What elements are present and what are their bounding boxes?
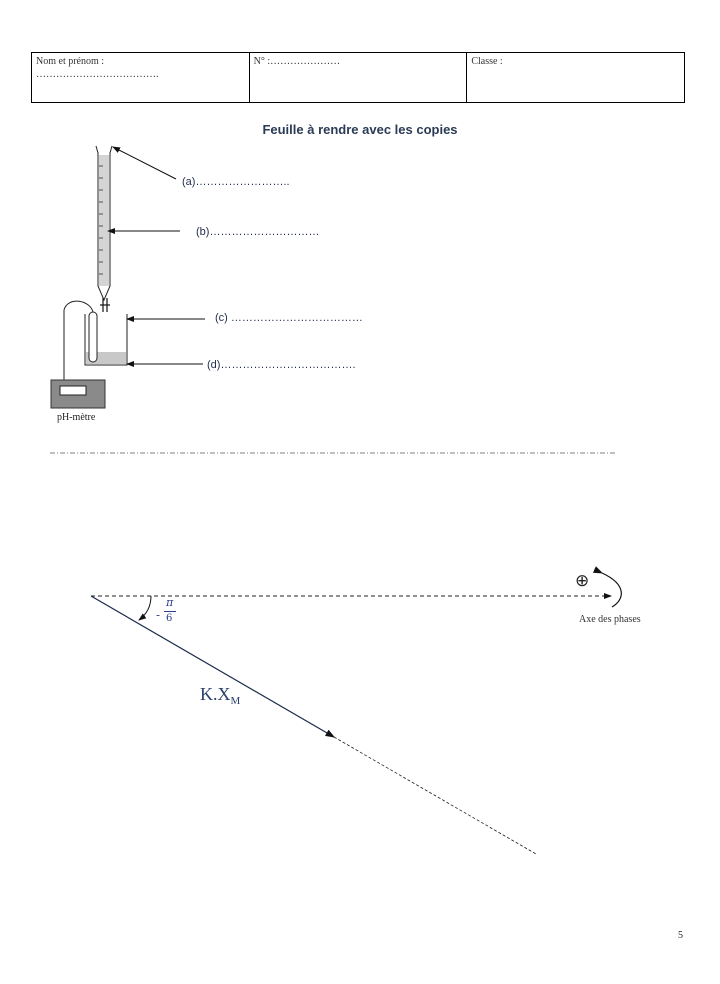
phasor-diagram	[90, 566, 622, 855]
number-cell[interactable]: N° :…………………	[248, 52, 468, 103]
class-label: Classe :	[471, 56, 503, 67]
angle-numerator: π	[166, 596, 174, 609]
burette-graduations	[99, 165, 103, 275]
angle-fraction: - π 6	[156, 596, 184, 636]
identification-table: Nom et prénom : ………………………………. N° :…………………	[31, 52, 685, 103]
name-dots: ……………………………….	[36, 69, 159, 80]
vector-label-main: K.X	[200, 684, 231, 704]
name-label: Nom et prénom :	[36, 56, 105, 67]
ph-probe	[63, 300, 98, 380]
fraction-bar	[164, 611, 176, 612]
vector-kxm	[90, 595, 336, 738]
angle-denominator: 6	[166, 613, 173, 624]
rotation-arrow	[592, 566, 622, 608]
label-c[interactable]: (c) ………………………………	[215, 312, 363, 324]
phase-axis-label: Axe des phases	[579, 614, 641, 625]
number-label: N° :…………………	[253, 56, 341, 67]
positive-direction-icon: ⊕	[575, 571, 590, 591]
name-cell[interactable]: Nom et prénom : ……………………………….	[31, 52, 250, 103]
label-arrows	[107, 146, 205, 367]
stopcock	[100, 298, 110, 312]
vector-label-sub: M	[230, 695, 241, 707]
burette-diagram	[95, 145, 113, 312]
class-cell[interactable]: Classe :	[466, 52, 685, 103]
label-a[interactable]: (a)……………………..	[182, 176, 290, 188]
label-d[interactable]: (d)……………………………….	[207, 359, 356, 371]
ph-meter	[50, 379, 106, 409]
angle-sign: -	[156, 608, 161, 622]
ph-meter-label: pH-mètre	[57, 412, 96, 423]
label-b[interactable]: (b)…………………………	[196, 226, 320, 238]
vector-label: K.XM	[200, 684, 240, 707]
vector-extension	[333, 736, 537, 855]
angle-arc	[138, 595, 152, 621]
page-number: 5	[678, 930, 683, 941]
sheet-title: Feuille à rendre avec les copies	[262, 122, 458, 137]
